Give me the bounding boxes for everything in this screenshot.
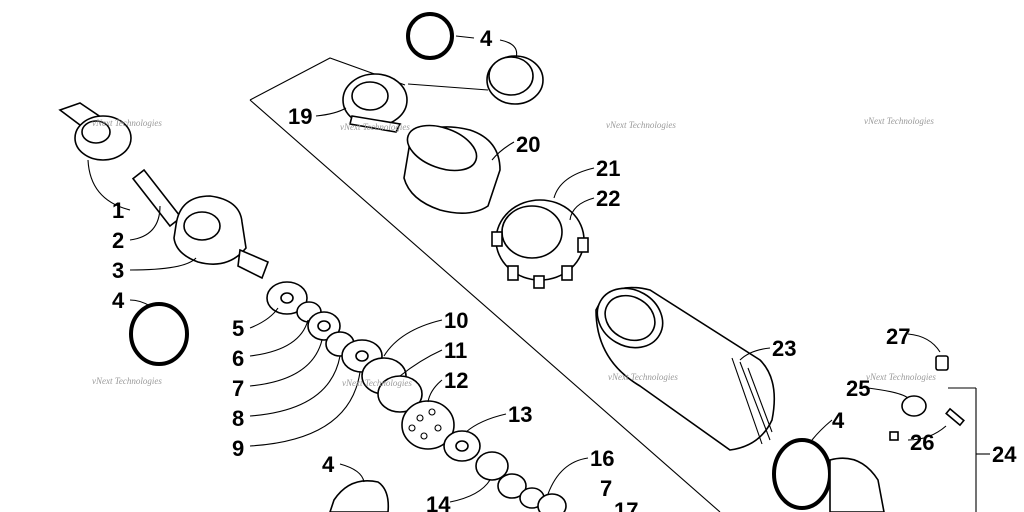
callout-1: 1 (112, 198, 124, 223)
spring-adjuster-ring (491, 199, 589, 289)
watermark: vNext Technologies (608, 372, 678, 382)
callout-7b: 7 (600, 476, 612, 501)
watermark: vNext Technologies (92, 118, 162, 128)
callout-6: 6 (232, 346, 244, 371)
o-ring-lower (772, 438, 832, 510)
part-shaft (131, 168, 270, 280)
callout-24: 24 (992, 442, 1017, 467)
valve-assembly (889, 355, 965, 441)
callout-2: 2 (112, 228, 124, 253)
callout-4: 4 (112, 288, 125, 313)
callout-25: 25 (846, 376, 870, 401)
callout-7: 7 (232, 376, 244, 401)
watermarks: vNext Technologies vNext Technologies vN… (92, 116, 936, 388)
callout-19: 19 (288, 104, 312, 129)
part-cap (58, 102, 132, 161)
leader-lines (87, 35, 990, 503)
callout-10: 10 (444, 308, 468, 333)
reservoir-end (829, 457, 885, 512)
band-top (486, 55, 544, 105)
callout-11: 11 (444, 338, 467, 363)
callout-5: 5 (232, 316, 244, 341)
watermark: vNext Technologies (92, 376, 162, 386)
callout-4d: 4 (832, 408, 845, 433)
callout-4c: 4 (480, 26, 493, 51)
callout-labels: 1 2 3 4 5 6 7 8 9 10 11 12 13 4 14 16 7 … (112, 26, 1017, 512)
o-ring-top (406, 12, 454, 60)
o-ring-left (129, 302, 189, 366)
callout-12: 12 (444, 368, 468, 393)
callout-13: 13 (508, 402, 532, 427)
callout-9: 9 (232, 436, 244, 461)
shock-body (595, 286, 776, 451)
callout-14: 14 (426, 492, 451, 512)
watermark: vNext Technologies (864, 116, 934, 126)
callout-17: 17 (614, 498, 638, 512)
callout-27: 27 (886, 324, 910, 349)
callout-23: 23 (772, 336, 796, 361)
watermark: vNext Technologies (866, 372, 936, 382)
callout-22: 22 (596, 186, 620, 211)
callout-21: 21 (596, 156, 620, 181)
bushing (403, 124, 501, 214)
callout-8: 8 (232, 406, 244, 431)
watermark: vNext Technologies (342, 378, 412, 388)
callout-16: 16 (590, 446, 614, 471)
watermark: vNext Technologies (606, 120, 676, 130)
washer-stack-lower (329, 430, 567, 512)
seal-head (342, 73, 408, 133)
callout-20: 20 (516, 132, 540, 157)
callout-4b: 4 (322, 452, 335, 477)
callout-26: 26 (910, 430, 934, 455)
washer-stack (266, 281, 423, 413)
callout-3: 3 (112, 258, 124, 283)
watermark: vNext Technologies (340, 122, 410, 132)
